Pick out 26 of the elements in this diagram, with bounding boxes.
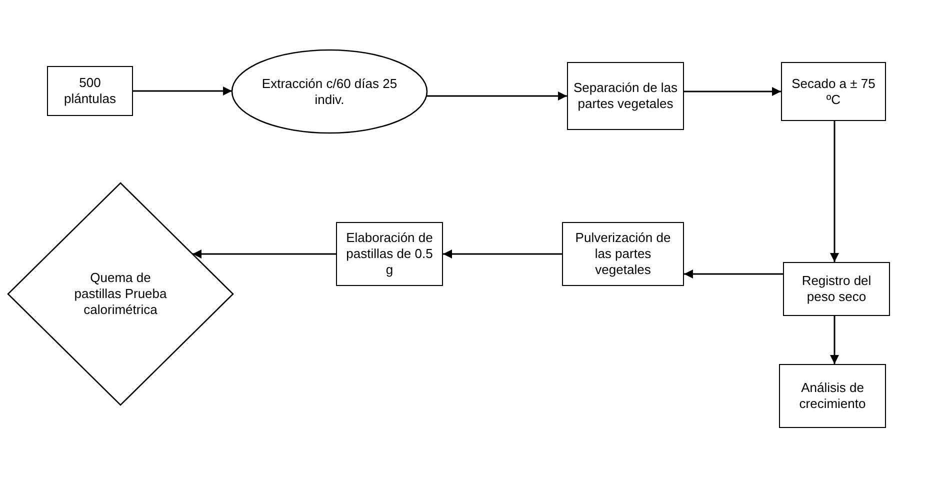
arrow: [830, 121, 839, 262]
node-text: Registro del peso seco: [800, 273, 872, 305]
node-text: Quema de pastillas Prueba calorimétrica: [73, 270, 168, 318]
node-text: Extracción c/60 días 25 indiv.: [260, 76, 398, 108]
arrow: [443, 250, 562, 258]
arrow: [830, 316, 839, 364]
arrow: [684, 270, 783, 278]
arrow: [684, 87, 781, 96]
process-box: [779, 364, 886, 428]
node-text: Separación de las partes vegetales: [572, 80, 679, 112]
node-text: Pulverización de las partes vegetales: [574, 230, 672, 278]
arrow: [133, 86, 232, 96]
node-text: Secado a ± 75 ºC: [790, 76, 876, 108]
process-box: [336, 222, 443, 286]
process-box: [781, 62, 886, 121]
node-text: 500 plántulas: [62, 75, 118, 107]
decision-diamond: [7, 182, 234, 406]
process-box: [783, 262, 890, 316]
process-box: [567, 62, 684, 130]
process-box: [562, 222, 684, 286]
process-ellipse: [231, 49, 428, 134]
process-box: [47, 66, 133, 116]
arrow: [192, 250, 336, 258]
arrow: [426, 92, 567, 100]
node-text: Elaboración de pastillas de 0.5 g: [345, 230, 434, 278]
node-text: Análisis de crecimiento: [798, 380, 867, 412]
